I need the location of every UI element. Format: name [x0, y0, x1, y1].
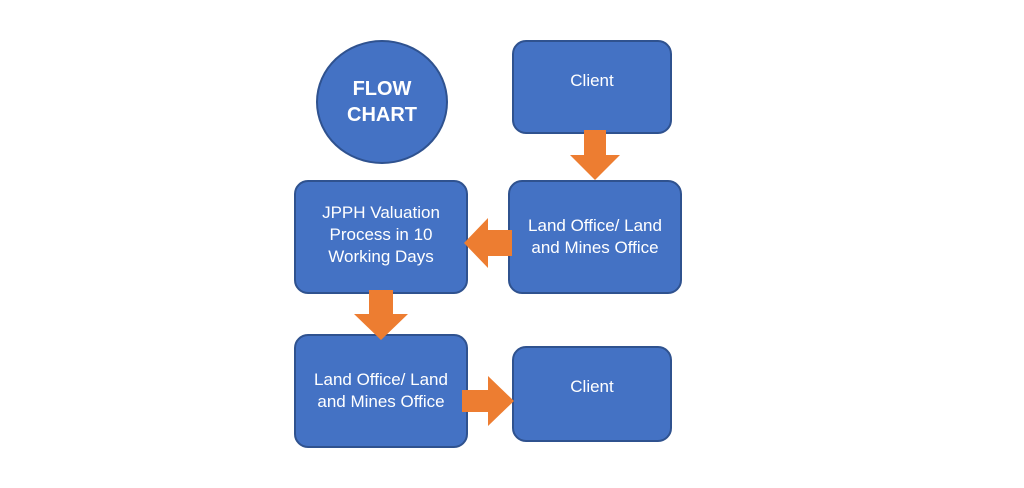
arrow-left-land-office-to-jpph: [464, 218, 512, 268]
arrow-down-client-to-land-office: [570, 130, 620, 180]
node-land-office-intake: Land Office/ Land and Mines Office: [508, 180, 682, 294]
node-land-office-return: Land Office/ Land and Mines Office: [294, 334, 468, 448]
node-land-office-intake-label: Land Office/ Land and Mines Office: [528, 216, 662, 257]
flow-chart-title: FLOW CHART: [347, 78, 417, 126]
node-client-end: Client: [512, 346, 672, 442]
node-jpph-valuation: JPPH Valuation Process in 10 Working Day…: [294, 180, 468, 294]
arrow-right-land-office-to-client: [462, 376, 514, 426]
flow-chart-title-circle: FLOW CHART: [316, 40, 448, 164]
node-client-start: Client: [512, 40, 672, 134]
node-land-office-return-label: Land Office/ Land and Mines Office: [314, 370, 448, 411]
arrow-down-jpph-to-land-office: [354, 290, 408, 340]
node-client-start-label: Client: [570, 71, 614, 90]
node-client-end-label: Client: [570, 377, 614, 396]
node-jpph-valuation-label: JPPH Valuation Process in 10 Working Day…: [322, 203, 440, 266]
